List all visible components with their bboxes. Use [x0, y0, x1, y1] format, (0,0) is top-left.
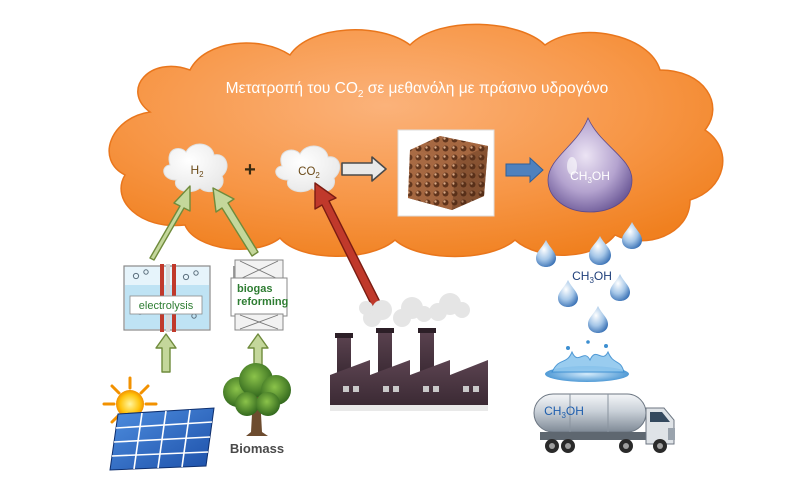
h2-bubble: H2	[163, 143, 228, 193]
red-arrow-factory-to-co2	[314, 182, 381, 307]
blue-arrow	[505, 156, 544, 184]
electrolysis-label: electrolysis	[139, 300, 194, 312]
green-arrow-electrolysis-to-h2	[149, 185, 191, 261]
solar-panels-icon	[109, 407, 215, 471]
factory-icon	[330, 293, 488, 411]
tanker-methanol-label: CH3OH	[544, 404, 584, 420]
diagram-title: Μετατροπή του CO2 σε μεθανόλη με πράσινο…	[226, 80, 609, 100]
plus-sign: +	[244, 159, 256, 181]
biogas-label-line1: biogas	[237, 283, 272, 295]
green-arrow-biogas-to-h2	[212, 187, 259, 257]
tanker-truck-icon: CH3OH	[533, 393, 675, 453]
electrolysis-cell: electrolysis	[123, 264, 211, 332]
rain-droplets: CH3OH	[536, 222, 642, 333]
green-arrow-solar-to-electrolysis	[155, 333, 177, 373]
co2-bubble: CO2	[275, 145, 341, 193]
catalyst-block-image	[397, 129, 495, 217]
biogas-reformer: biogas reforming	[230, 259, 288, 331]
biogas-label-line2: reforming	[237, 296, 288, 308]
h2-label: H2	[190, 163, 204, 179]
biomass-label: Biomass	[230, 441, 284, 456]
co2-label: CO2	[298, 166, 320, 180]
water-splash-icon	[545, 340, 629, 382]
tree-icon	[223, 363, 291, 436]
rain-methanol-label: CH3OH	[572, 269, 612, 285]
methanol-drop-label: CH3OH	[570, 169, 610, 185]
process-arrow	[341, 156, 387, 182]
methanol-drop: CH3OH	[547, 116, 633, 213]
